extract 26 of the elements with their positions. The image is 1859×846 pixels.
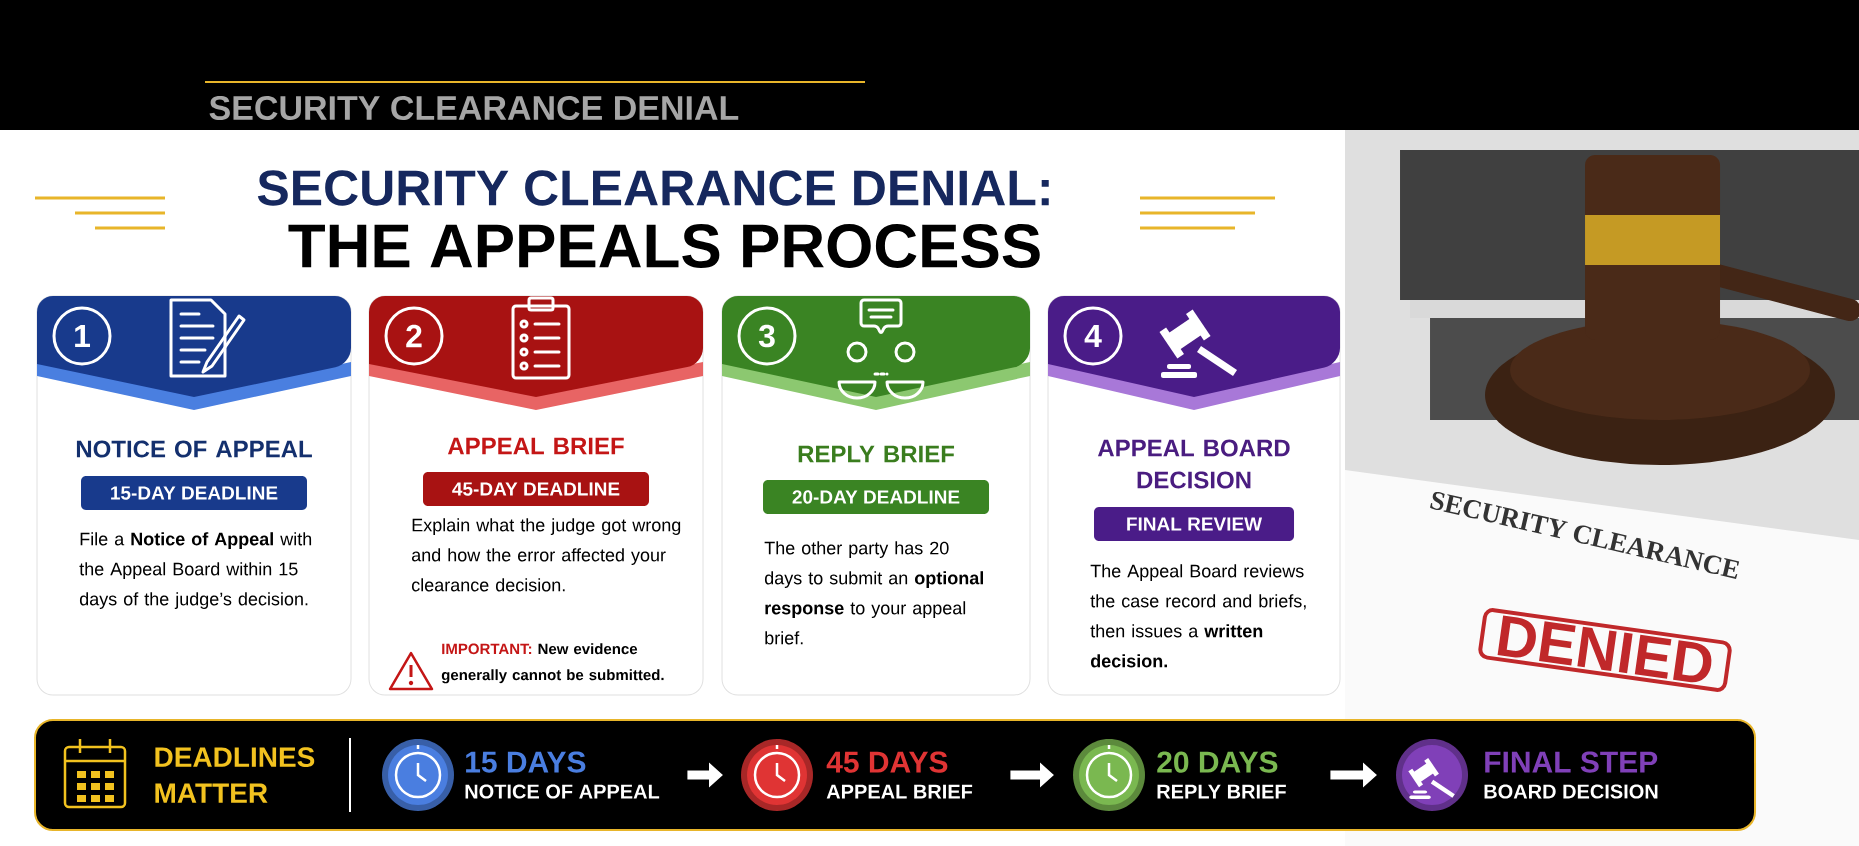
body-text: The Appeal Board reviews the case record and briefs, then issues a written decision. xyxy=(1090,564,1306,668)
timeline-step: 15 DAYS NOTICE OF APPEAL xyxy=(465,751,660,799)
step-number: 1 xyxy=(52,306,112,366)
timeline-step: FINAL STEP BOARD DECISION xyxy=(1484,751,1658,799)
step-heading: NOTICE OF APPEAL xyxy=(76,440,312,458)
step-number: 4 xyxy=(1063,306,1123,366)
denied-stamp: DENIED xyxy=(1478,608,1732,692)
step-number: 3 xyxy=(737,306,797,366)
deadline-badge: 20-DAY DEADLINE xyxy=(763,480,989,514)
step-heading: APPEAL BOARD DECISION xyxy=(1097,439,1290,489)
timeline-step: 20 DAYS REPLY BRIEF xyxy=(1157,751,1286,799)
step-heading: APPEAL BRIEF xyxy=(447,437,624,455)
step-heading: REPLY BRIEF xyxy=(798,445,955,463)
subtitle: THE APPEALS PROCESS xyxy=(288,224,1040,268)
title: SECURITY CLEARANCE DENIAL: xyxy=(257,170,1049,206)
body-text: File a Notice of Appeal with the Appeal Board within 15 days of the judge’s decision. xyxy=(79,532,312,609)
deadline-badge: FINAL REVIEW xyxy=(1094,507,1294,541)
timeline-step: 45 DAYS APPEAL BRIEF xyxy=(826,751,973,799)
step-number: 2 xyxy=(384,306,444,366)
banner-heading: DEADLINES MATTER xyxy=(155,747,315,803)
deadline-badge: 45-DAY DEADLINE xyxy=(423,472,649,506)
header-band: SECURITY CLEARANCE DENIAL xyxy=(0,0,1859,130)
deadline-badge: 15-DAY DEADLINE xyxy=(81,476,307,510)
body-text: The other party has 20 days to submit an optional response to your appeal brief. xyxy=(764,541,983,645)
body-text: Explain what the judge got wrong and how the error affected your clearance decision. xyxy=(412,518,681,592)
warning-note: IMPORTANT: New evidence generally cannot be submitted. xyxy=(441,643,664,684)
